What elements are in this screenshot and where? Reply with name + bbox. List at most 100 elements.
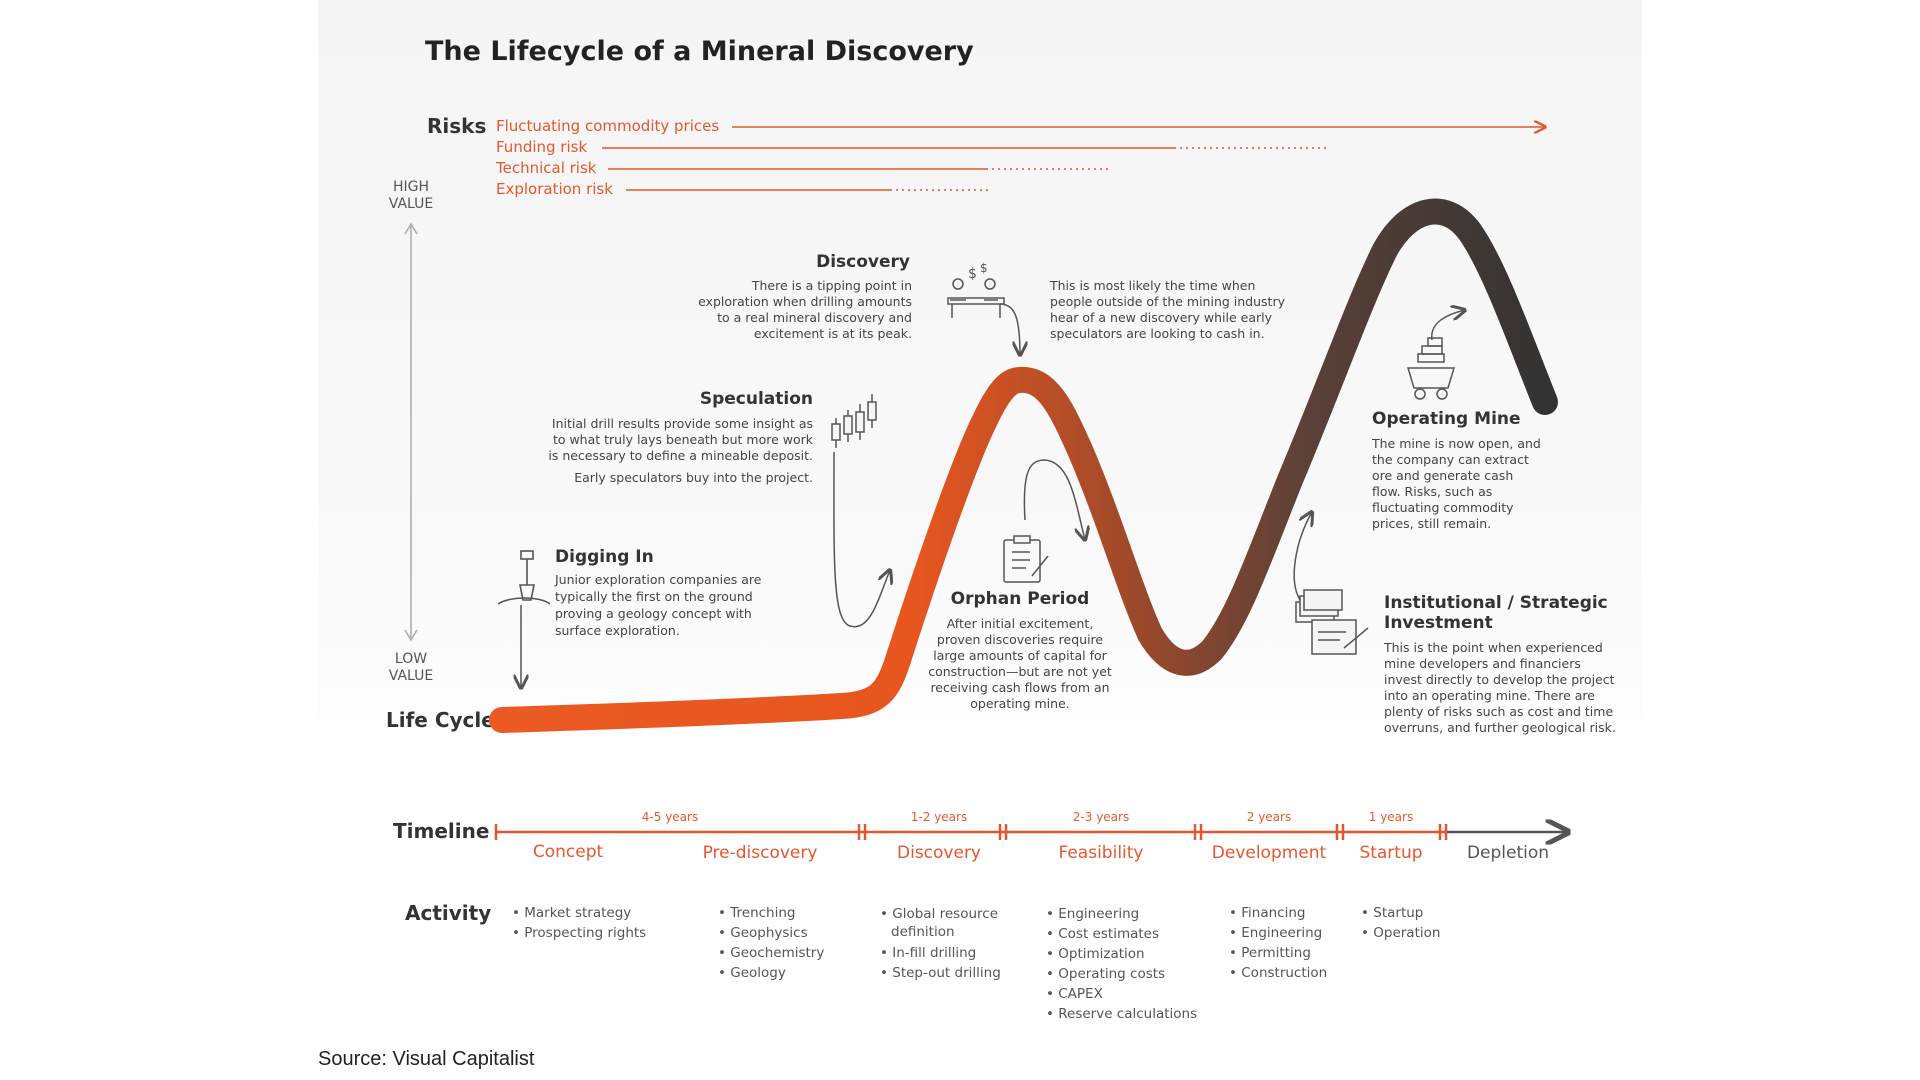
speculation-section: Speculation Initial drill results provid… xyxy=(548,389,890,628)
institutional-line: plenty of risks such as cost and time xyxy=(1384,704,1613,719)
money-documents-icon xyxy=(1295,589,1369,655)
operating-line: prices, still remain. xyxy=(1372,516,1491,531)
speculation-line: is necessary to define a mineable deposi… xyxy=(548,448,813,463)
institutional-investment-section: Institutional / Strategic Investment Thi… xyxy=(1293,512,1616,735)
orphan-line: large amounts of capital for xyxy=(933,648,1107,663)
risk-technical: Technical risk xyxy=(495,159,1110,177)
institutional-heading-1: Institutional / Strategic xyxy=(1384,593,1608,613)
digging-in-line: Junior exploration companies are xyxy=(554,572,762,587)
activity-item: • Optimization xyxy=(1046,946,1145,962)
duration-startup: 1 years xyxy=(1369,810,1413,824)
discovery-section: Discovery There is a tipping point in ex… xyxy=(698,252,1286,355)
duration-development: 2 years xyxy=(1247,810,1291,824)
operating-line: the company can extract xyxy=(1372,452,1529,467)
discovery-heading: Discovery xyxy=(816,252,910,272)
operating-line: fluctuating commodity xyxy=(1372,500,1514,515)
shovel-icon xyxy=(497,550,551,605)
activity-item: • Financing xyxy=(1229,905,1305,921)
digging-in-heading: Digging In xyxy=(555,547,654,567)
orphan-line: After initial excitement, xyxy=(947,616,1094,631)
activity-item: • Cost estimates xyxy=(1046,926,1159,942)
timeline-section: Timeline 4-5 years 1-2 years 2-3 years 2… xyxy=(393,810,1568,863)
risks-heading: Risks xyxy=(427,114,486,138)
digging-in-line: surface exploration. xyxy=(555,623,680,638)
activity-item: • Geophysics xyxy=(718,925,808,941)
meeting-dollar-icon: $ $ xyxy=(947,261,1005,318)
risk-label: Funding risk xyxy=(496,138,587,156)
risk-label: Exploration risk xyxy=(496,180,613,198)
institutional-heading-2: Investment xyxy=(1384,613,1493,633)
risk-label: Technical risk xyxy=(495,159,597,177)
orphan-line: receiving cash flows from an xyxy=(930,680,1109,695)
operating-arrow xyxy=(1431,310,1465,341)
low-value-label-2: VALUE xyxy=(389,668,433,684)
activity-item: definition xyxy=(891,924,955,940)
timeline-heading: Timeline xyxy=(393,819,489,843)
discovery-note-line: people outside of the mining industry xyxy=(1050,294,1286,309)
activity-item: • Permitting xyxy=(1229,945,1311,961)
activity-item: • Prospecting rights xyxy=(512,925,646,941)
institutional-line: overruns, and further geological risk. xyxy=(1384,720,1616,735)
phase-prediscovery: Pre-discovery xyxy=(703,843,818,863)
mine-cart-icon xyxy=(1406,337,1456,400)
digging-in-line: proving a geology concept with xyxy=(555,606,752,621)
clipboard-checklist-icon xyxy=(1003,535,1049,583)
timeline-ticks xyxy=(494,824,1448,840)
high-value-label-1: HIGH xyxy=(393,179,429,195)
high-value-label-2: VALUE xyxy=(389,196,433,212)
phase-development: Development xyxy=(1212,843,1327,863)
activity-item: • Geology xyxy=(718,965,786,981)
orphan-period-heading: Orphan Period xyxy=(951,589,1090,609)
institutional-line: into an operating mine. There are xyxy=(1384,688,1595,703)
activity-section: Activity • Market strategy • Prospecting… xyxy=(405,901,1440,1022)
speculation-line: to what truly lays beneath but more work xyxy=(553,432,814,447)
operating-line: The mine is now open, and xyxy=(1371,436,1541,451)
operating-line: flow. Risks, such as xyxy=(1372,484,1492,499)
duration-concept-prediscovery: 4-5 years xyxy=(642,810,698,824)
duration-feasibility: 2-3 years xyxy=(1073,810,1129,824)
discovery-line: exploration when drilling amounts xyxy=(698,294,912,309)
discovery-note-line: hear of a new discovery while early xyxy=(1050,310,1273,325)
activity-item: • Market strategy xyxy=(512,905,631,921)
risk-funding: Funding risk xyxy=(496,138,1330,156)
discovery-line: excitement is at its peak. xyxy=(754,326,912,341)
life-cycle-label: Life Cycle xyxy=(386,708,495,732)
activity-heading: Activity xyxy=(405,901,491,925)
speculation-arrow xyxy=(833,451,890,628)
risk-exploration: Exploration risk xyxy=(496,180,992,198)
operating-mine-section: Operating Mine The mine is now open, and… xyxy=(1371,310,1541,531)
phase-discovery: Discovery xyxy=(897,843,981,863)
speculation-heading: Speculation xyxy=(700,389,813,409)
orphan-line: operating mine. xyxy=(970,696,1070,711)
digging-in-line: typically the first on the ground xyxy=(555,589,753,604)
source-caption: Source: Visual Capitalist xyxy=(318,1048,535,1070)
activity-item: • Engineering xyxy=(1229,925,1322,941)
orphan-line: construction—but are not yet xyxy=(928,664,1112,679)
activity-item: • Step-out drilling xyxy=(880,965,1001,981)
orphan-line: proven discoveries require xyxy=(937,632,1103,647)
phase-concept: Concept xyxy=(533,842,604,862)
institutional-line: This is the point when experienced xyxy=(1383,640,1603,655)
activity-item: • Operation xyxy=(1361,925,1440,941)
institutional-line: mine developers and financiers xyxy=(1384,656,1581,671)
activity-item: • In-fill drilling xyxy=(880,945,976,961)
discovery-line: There is a tipping point in xyxy=(751,278,912,293)
duration-discovery: 1-2 years xyxy=(911,810,967,824)
risk-label: Fluctuating commodity prices xyxy=(496,117,719,135)
activity-item: • Operating costs xyxy=(1046,966,1165,982)
activity-item: • Engineering xyxy=(1046,906,1139,922)
infographic-background xyxy=(318,0,1642,1030)
lifecycle-infographic: The Lifecycle of a Mineral Discovery Ris… xyxy=(386,36,1616,1022)
digging-in-section: Digging In Junior exploration companies … xyxy=(497,547,762,688)
discovery-arrow xyxy=(999,303,1020,355)
institutional-line: invest directly to develop the project xyxy=(1384,672,1615,687)
candlestick-chart-icon xyxy=(831,394,877,448)
low-value-label-1: LOW xyxy=(395,651,427,667)
activity-item: • Global resource xyxy=(880,906,998,922)
value-axis-down-arrow xyxy=(404,629,418,642)
phase-depletion: Depletion xyxy=(1467,843,1549,863)
page-title: The Lifecycle of a Mineral Discovery xyxy=(425,36,974,67)
activity-item: • Trenching xyxy=(718,905,796,921)
lifecycle-curve xyxy=(489,198,1558,733)
activity-item: • Reserve calculations xyxy=(1046,1006,1197,1022)
